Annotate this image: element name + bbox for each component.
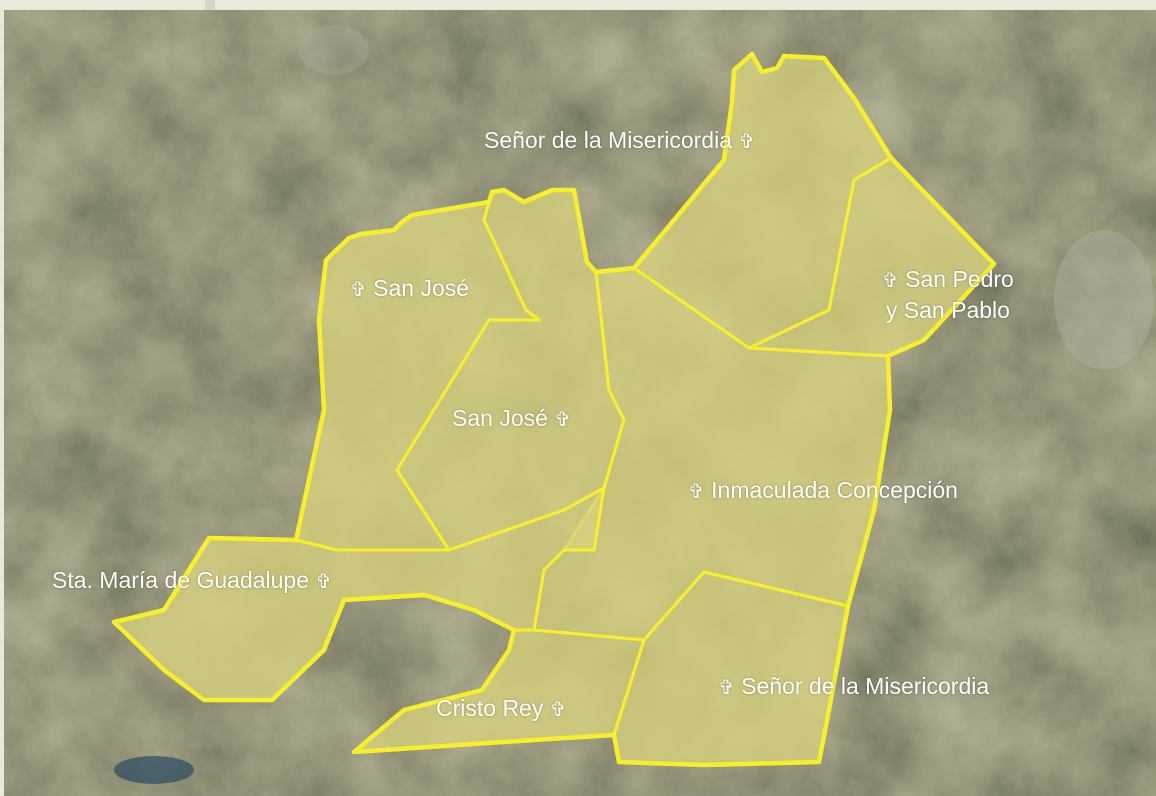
label-san-pedro-y-san-pablo: ✞ San Pedro y San Pablo — [882, 264, 1014, 325]
cross-icon: ✞ — [688, 479, 705, 503]
label-san-jose-northwest: ✞ San José — [350, 274, 469, 303]
label-senor-de-la-misericordia-south: ✞ Señor de la Misericordia — [718, 672, 989, 701]
label-inmaculada-concepcion: ✞ Inmaculada Concepción — [688, 476, 958, 505]
label-senor-de-la-misericordia-north: Señor de la Misericordia ✞ — [484, 126, 755, 155]
label-text: San José — [373, 275, 470, 301]
cross-icon: ✞ — [315, 569, 333, 593]
label-text: Cristo Rey — [436, 695, 544, 721]
label-text: Sta. María de Guadalupe — [52, 567, 309, 593]
label-san-jose-center: San José ✞ — [452, 404, 571, 433]
map-canvas[interactable] — [4, 10, 1156, 796]
label-cristo-rey: Cristo Rey ✞ — [436, 694, 567, 723]
outer-boundary — [111, 51, 997, 768]
cross-icon: ✞ — [554, 407, 572, 431]
cross-icon: ✞ — [549, 697, 567, 721]
label-line-1: ✞ San Pedro — [882, 264, 1014, 295]
label-text: San Pedro — [905, 266, 1014, 292]
label-text: Señor de la Misericordia — [741, 673, 990, 699]
label-text: Inmaculada Concepción — [711, 477, 958, 503]
cross-icon: ✞ — [718, 675, 735, 699]
label-text: Señor de la Misericordia — [484, 127, 733, 153]
label-text: San José — [452, 405, 548, 431]
satellite-map[interactable]: Señor de la Misericordia ✞ ✞ San José ✞ … — [4, 10, 1156, 796]
urban-area-northwest — [299, 25, 369, 75]
water-body-southwest — [114, 756, 194, 784]
label-sta-maria-de-guadalupe: Sta. María de Guadalupe ✞ — [52, 566, 332, 595]
cross-icon: ✞ — [350, 277, 367, 301]
cross-icon: ✞ — [738, 129, 756, 153]
cross-icon: ✞ — [882, 268, 899, 292]
urban-area-east — [1054, 230, 1154, 370]
label-line-2: y San Pablo — [885, 297, 1010, 323]
top-edge-strip — [205, 0, 215, 10]
